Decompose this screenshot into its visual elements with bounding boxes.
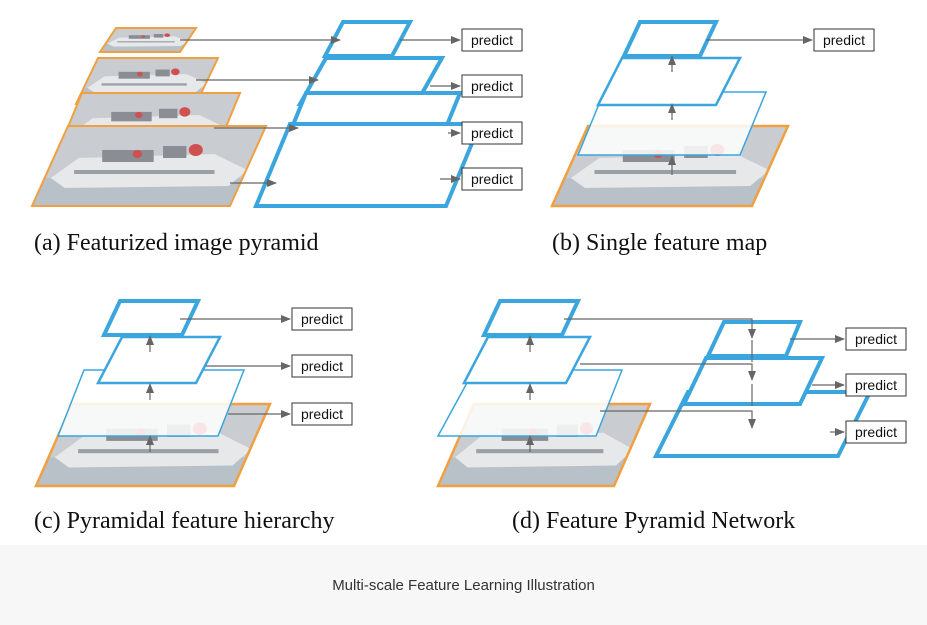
feature-map-a1 (321, 20, 414, 58)
predict-box-a1: predict (461, 28, 523, 52)
predict-label: predict (855, 331, 897, 347)
predict-box-a2: predict (461, 74, 523, 98)
fpn-figure: predict predict predict predict (a) Feat… (30, 20, 907, 534)
figure-caption: Multi-scale Feature Learning Illustratio… (332, 577, 595, 594)
predict-label: predict (855, 424, 897, 440)
predict-box-c1: predict (291, 307, 353, 331)
caption-c: (c) Pyramidal feature hierarchy (34, 508, 335, 534)
predict-label: predict (301, 311, 343, 327)
bottomup-map-d3 (480, 299, 582, 337)
image-level-4 (30, 125, 268, 207)
panel-b: predict (b) Single feature map (550, 20, 875, 256)
predict-label: predict (471, 78, 513, 94)
panel-d: predict predict predict (d) Feature Pyra… (436, 299, 907, 534)
feature-map-c3 (100, 299, 202, 337)
predict-box-d3: predict (845, 420, 907, 444)
image-level-1 (98, 27, 198, 53)
topdown-map-d2 (680, 356, 826, 406)
caption-b: (b) Single feature map (552, 230, 767, 256)
feature-map-c2 (95, 335, 223, 385)
predict-box-b: predict (813, 28, 875, 52)
panel-a: predict predict predict predict (a) Feat… (30, 20, 523, 256)
predict-label: predict (301, 406, 343, 422)
caption-a: (a) Featurized image pyramid (34, 230, 319, 256)
lateral-d2 (580, 363, 756, 381)
predict-label: predict (301, 358, 343, 374)
predict-box-a4: predict (461, 167, 523, 191)
lateral-d3 (600, 410, 756, 429)
fpn-diagram: predict predict predict predict (a) Feat… (30, 20, 907, 534)
predict-label: predict (471, 171, 513, 187)
predict-box-d1: predict (845, 327, 907, 351)
predict-box-c2: predict (291, 354, 353, 378)
predict-label: predict (471, 125, 513, 141)
caption-d: (d) Feature Pyramid Network (512, 508, 795, 534)
predict-label: predict (471, 32, 513, 48)
predict-box-c3: predict (291, 402, 353, 426)
feature-map-b2 (595, 56, 743, 107)
predict-box-d2: predict (845, 373, 907, 397)
predict-label: predict (855, 377, 897, 393)
predict-label: predict (823, 32, 865, 48)
lateral-d1 (564, 318, 756, 339)
caption-bar: Multi-scale Feature Learning Illustratio… (0, 545, 927, 625)
topdown-map-d3 (704, 320, 803, 358)
feature-map-b3 (620, 20, 720, 58)
feature-map-a4 (253, 122, 483, 208)
panel-c: predict predict predict (c) Pyramidal fe… (34, 299, 353, 534)
topdown-map-d1 (652, 390, 874, 458)
predict-box-a3: predict (461, 121, 523, 145)
